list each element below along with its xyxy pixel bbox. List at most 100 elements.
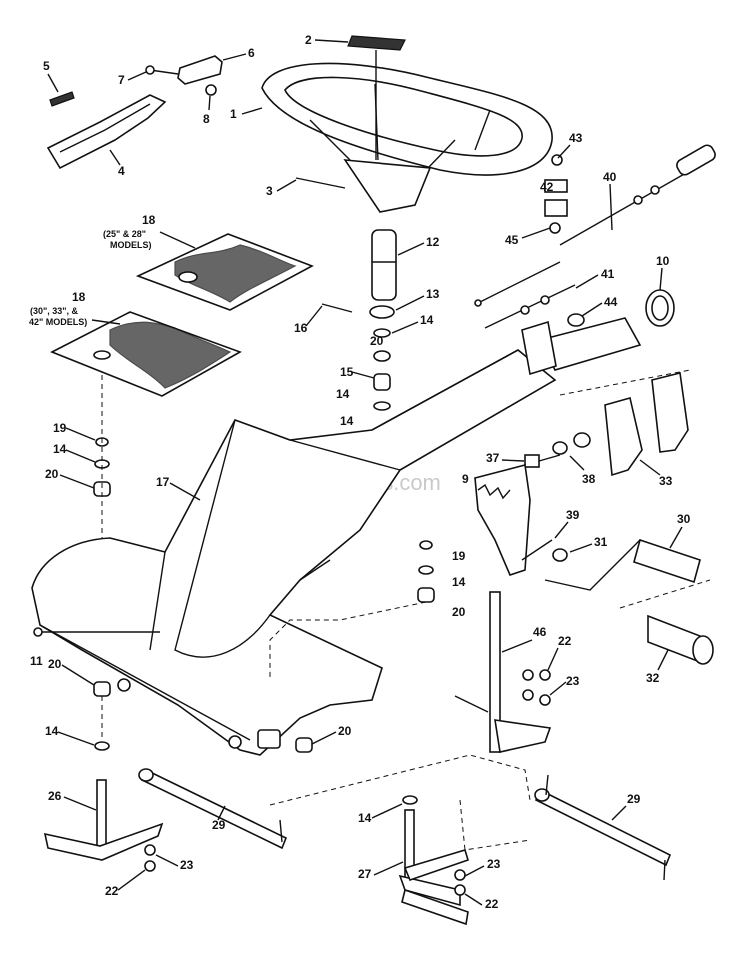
callout: 43 [569,131,583,145]
callout: 26 [48,789,62,803]
hand-grip [647,614,714,665]
tie-rod-right [534,774,672,881]
callout: 20 [452,605,466,619]
callout: 39 [566,508,580,522]
screw-39 [521,539,553,561]
callout: 3 [266,184,273,198]
leader-lower-center [409,754,531,801]
note-small-line1: (25" & 28" [103,229,146,239]
note-large-line2: 42" MODELS) [29,317,87,327]
seat-pan-large [50,311,242,397]
callout: 14 [452,575,466,589]
cotter-pin-16-right [454,695,489,713]
callout: 20 [48,657,62,671]
callout: 9 [462,472,469,486]
callout: 20 [45,467,59,481]
throttle-bracket [46,94,167,170]
callout: 15 [340,365,354,379]
washer-31 [552,548,568,562]
callout: 11 [30,654,43,668]
leader-right-stack [269,601,427,680]
tie-rod-left [138,768,288,850]
callout: 17 [156,475,170,489]
callout: 18 [142,213,156,227]
callout: 4 [118,164,125,178]
callout: 44 [604,295,618,309]
callout: 37 [486,451,500,465]
callout: 6 [248,46,255,60]
callout: 40 [603,170,617,184]
callout: 23 [487,857,501,871]
callout: 19 [53,421,67,435]
callout: 30 [677,512,691,526]
grip-leader [619,579,711,609]
callout: 18 [72,290,86,304]
callout: 14 [336,387,350,401]
linkage-rod-upper [474,261,561,307]
spindle-27 [398,809,469,926]
steering-wheel [261,62,553,213]
callout: 23 [566,674,580,688]
frame-slot [299,559,331,581]
washers-22-23-right [522,669,551,706]
callout: 29 [212,818,226,832]
callout: 14 [45,724,59,738]
shift-rod-41 [484,284,576,329]
callout: 12 [426,235,440,249]
knob [177,55,223,85]
crank-handle [544,538,701,591]
callout: 31 [594,535,608,549]
callout: 20 [370,334,384,348]
shift-rod-40 [559,144,716,246]
note-large-line1: (30", 33", & [30,306,79,316]
callout: 16 [294,321,308,335]
callout: 27 [358,867,372,881]
brake-lever [474,464,531,576]
callout: 8 [203,112,210,126]
washer-stack-right [417,540,435,603]
roll-pin [295,177,346,189]
callout: 14 [53,442,67,456]
callout: 29 [627,792,641,806]
callout: 42 [540,180,554,194]
callout: 22 [485,897,499,911]
callout: 14 [420,313,434,327]
washers-lower-center [295,737,418,805]
callout: 14 [358,811,372,825]
main-frame [31,349,557,756]
callout: 32 [646,671,660,685]
wheel-cap-logo [347,35,406,51]
callout: 5 [43,59,50,73]
callout: 33 [659,474,673,488]
callout: 22 [558,634,572,648]
leader-tie-rod [269,769,411,806]
callout: 7 [118,73,125,87]
pivot-blocks [544,154,568,234]
callout: 2 [305,33,312,47]
callout: 20 [338,724,352,738]
callout-labels: 1 2 3 4 5 6 7 8 9 10 11 12 13 14 15 16 1… [29,33,691,911]
spring [49,91,75,107]
callout: 10 [656,254,670,268]
washers-lower-left [93,681,111,751]
callout: 46 [533,625,547,639]
callout: 41 [601,267,615,281]
bolt-and-washers [524,432,591,468]
note-small-line2: MODELS) [110,240,152,250]
callout: 23 [180,858,194,872]
cotter-pin-16-top [321,303,353,313]
callout: 38 [582,472,596,486]
leader-lower-right [459,799,531,851]
washer-stack-center [369,305,395,411]
callout: 14 [340,414,354,428]
spindle-26 [43,779,164,872]
seat-pan-small [135,233,314,311]
nut [205,84,217,96]
steering-bushing [371,229,397,301]
mount-brackets [559,369,691,477]
callout: 22 [105,884,119,898]
callout: 19 [452,549,466,563]
callout: 1 [230,107,237,121]
